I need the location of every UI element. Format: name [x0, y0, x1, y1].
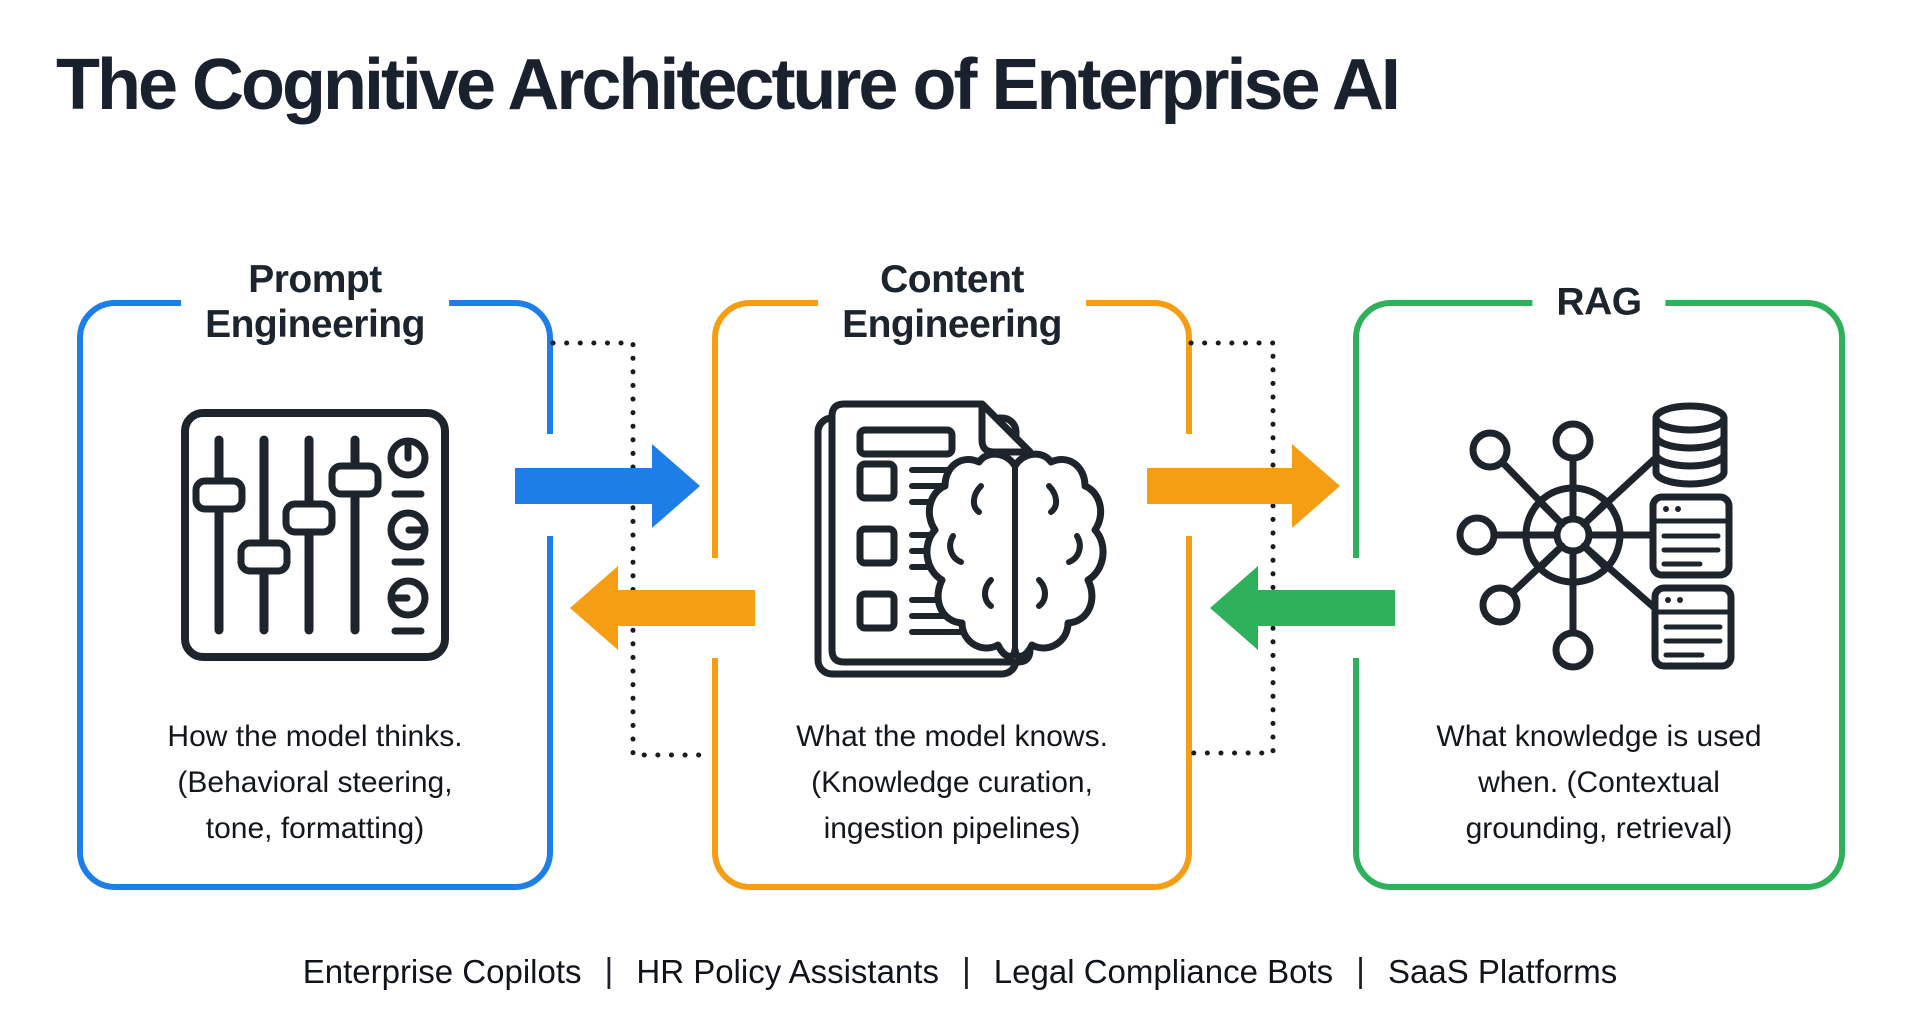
- use-case-item: Enterprise Copilots: [302, 952, 582, 990]
- stage-description: What knowledge is used when. (Contextual…: [1367, 714, 1831, 852]
- stage-prompt-engineering: Prompt Engineering How the model thinks.…: [77, 255, 553, 890]
- footer-divider: |: [1356, 952, 1366, 990]
- stage-title-line: Content: [880, 258, 1024, 301]
- stage-rag: RAG What knowledge is used when. (Contex…: [1353, 277, 1845, 890]
- footer-divider: |: [961, 952, 971, 990]
- stage-title-line: Engineering: [205, 303, 425, 346]
- stage-description-line: tone, formatting): [205, 812, 425, 845]
- border-gap-mask: [1179, 434, 1199, 536]
- stage-title-line: RAG: [1556, 280, 1642, 324]
- stage-content-engineering: Content Engineering What the model knows…: [712, 255, 1192, 890]
- stage-description-line: when. (Contextual: [1478, 766, 1720, 799]
- stage-title-line: Engineering: [842, 303, 1062, 346]
- stage-description: What the model knows. (Knowledge curatio…: [726, 714, 1178, 852]
- use-case-item: SaaS Platforms: [1388, 952, 1618, 990]
- dotted-connector-prompt-content: [550, 340, 713, 758]
- stage-description-line: grounding, retrieval): [1465, 812, 1733, 845]
- stage-description-line: (Behavioral steering,: [177, 766, 453, 799]
- stage-title: RAG: [1532, 277, 1666, 327]
- use-case-item: Legal Compliance Bots: [993, 952, 1334, 990]
- footer-divider: |: [604, 952, 614, 990]
- stage-description-line: What the model knows.: [796, 720, 1108, 753]
- use-cases-footer: Enterprise Copilots | HR Policy Assistan…: [0, 952, 1920, 991]
- dotted-connector-content-rag: [1188, 340, 1276, 756]
- stage-title-line: Prompt: [248, 258, 382, 301]
- stage-title: Prompt Engineering: [181, 255, 449, 349]
- border-gap-mask: [705, 558, 725, 658]
- stage-description-line: How the model thinks.: [167, 720, 463, 753]
- use-case-item: HR Policy Assistants: [636, 952, 939, 990]
- stage-description-line: (Knowledge curation,: [811, 766, 1093, 799]
- page-title: The Cognitive Architecture of Enterprise…: [56, 45, 1401, 125]
- border-gap-mask: [540, 434, 560, 536]
- stage-description: How the model thinks. (Behavioral steeri…: [91, 714, 539, 852]
- stage-description-line: ingestion pipelines): [823, 812, 1081, 845]
- stage-description-line: What knowledge is used: [1436, 720, 1762, 753]
- stage-title: Content Engineering: [818, 255, 1086, 349]
- border-gap-mask: [1346, 558, 1366, 658]
